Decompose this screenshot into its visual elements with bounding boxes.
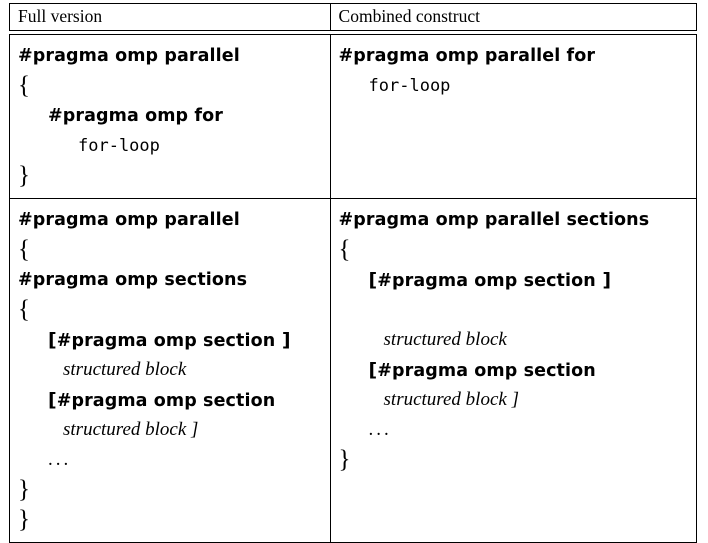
open-bracket-token: [ [48, 329, 57, 351]
close-bracket-token: ] [595, 269, 612, 291]
pragma-directive: #pragma omp parallel [18, 210, 240, 230]
code-line: for-loop [339, 71, 696, 101]
code-line: #pragma omp parallel [18, 205, 330, 235]
open-bracket-token: [ [368, 269, 378, 291]
page-root: Full version Combined construct #pragma … [9, 3, 697, 543]
code-line: [#pragma omp section ] [339, 265, 696, 295]
brace-token: } [338, 446, 351, 473]
code-line: } [339, 445, 696, 475]
code-token: for-loop [368, 76, 451, 96]
code-block-parallel-sections-full: #pragma omp parallel { #pragma omp section… [10, 199, 330, 542]
code-line-blank [339, 295, 696, 325]
code-line: #pragma omp for [18, 101, 330, 131]
code-line: { [18, 235, 330, 265]
code-line: { [339, 235, 696, 265]
code-line: ... [339, 415, 696, 445]
brace-token: { [18, 236, 30, 263]
code-line-blank [339, 101, 696, 131]
code-line-blank [339, 505, 696, 535]
brace-token: { [18, 296, 30, 323]
table-row: #pragma omp parallel { #pragma omp for for-… [9, 34, 697, 199]
structured-block-placeholder: structured block [63, 359, 187, 380]
code-line: } [18, 475, 330, 505]
table-row: #pragma omp parallel { #pragma omp section… [9, 199, 697, 543]
code-line: structured block [339, 325, 696, 355]
open-bracket-token: [ [368, 359, 378, 381]
code-line: #pragma omp parallel [18, 41, 330, 71]
code-line: structured block ] [339, 385, 696, 415]
pragma-directive: #pragma omp for [48, 106, 223, 126]
brace-token: } [18, 506, 30, 533]
pragma-directive: #pragma omp sections [18, 270, 248, 290]
code-line: ... [18, 445, 330, 475]
table-header-cell-full-version: Full version [9, 3, 331, 31]
pragma-directive: #pragma omp parallel sections [338, 210, 650, 230]
code-line: } [18, 505, 330, 535]
open-bracket-token: [ [48, 389, 57, 411]
code-block-parallel-for-combined: #pragma omp parallel for for-loop [331, 35, 696, 198]
code-block-parallel-for-full: #pragma omp parallel { #pragma omp for for-… [10, 35, 330, 198]
brace-token: { [338, 236, 351, 263]
brace-token: { [18, 72, 30, 99]
code-line-blank [339, 131, 696, 161]
pragma-directive: #pragma omp section [377, 361, 596, 381]
table-header-row: Full version Combined construct [9, 3, 697, 31]
code-line: #pragma omp parallel sections [339, 205, 696, 235]
pragma-directive: #pragma omp parallel [18, 46, 240, 66]
code-line: [#pragma omp section [18, 385, 330, 415]
pragma-directive: #pragma omp section [56, 331, 276, 351]
code-line: [#pragma omp section [339, 355, 696, 385]
code-line: structured block [18, 355, 330, 385]
code-line-blank [339, 475, 696, 505]
cell-parallel-sections-full: #pragma omp parallel { #pragma omp section… [9, 199, 331, 543]
structured-block-placeholder: structured block [383, 329, 507, 350]
pragma-directive: #pragma omp section [56, 391, 276, 411]
structured-block-placeholder: structured block ] [63, 419, 199, 440]
header-label-combined-construct: Combined construct [338, 6, 480, 26]
code-line: structured block ] [18, 415, 330, 445]
code-line-blank [339, 161, 696, 191]
code-line: } [18, 161, 330, 191]
cell-parallel-for-combined: #pragma omp parallel for for-loop [330, 34, 697, 199]
code-line: for-loop [18, 131, 330, 161]
pragma-directive: #pragma omp section [377, 271, 596, 291]
pragma-directive: #pragma omp parallel for [338, 46, 596, 66]
ellipsis-token: ... [48, 449, 72, 470]
table-header-cell-combined-construct: Combined construct [330, 3, 697, 31]
code-line: #pragma omp parallel for [339, 41, 696, 71]
ellipsis-token: ... [368, 419, 392, 440]
brace-token: } [18, 476, 30, 503]
cell-parallel-for-full: #pragma omp parallel { #pragma omp for for-… [9, 34, 331, 199]
code-line: { [18, 71, 330, 101]
code-line: { [18, 295, 330, 325]
code-token: for-loop [78, 136, 160, 156]
cell-parallel-sections-combined: #pragma omp parallel sections{[#pragma o… [330, 199, 697, 543]
structured-block-placeholder: structured block ] [383, 389, 519, 410]
close-bracket-token: ] [275, 329, 291, 351]
openmp-constructs-table: Full version Combined construct #pragma … [9, 3, 697, 543]
code-line: [#pragma omp section ] [18, 325, 330, 355]
header-label-full-version: Full version [18, 6, 103, 26]
brace-token: } [18, 162, 30, 189]
code-block-parallel-sections-combined: #pragma omp parallel sections{[#pragma o… [331, 199, 696, 542]
code-line: #pragma omp sections [18, 265, 330, 295]
